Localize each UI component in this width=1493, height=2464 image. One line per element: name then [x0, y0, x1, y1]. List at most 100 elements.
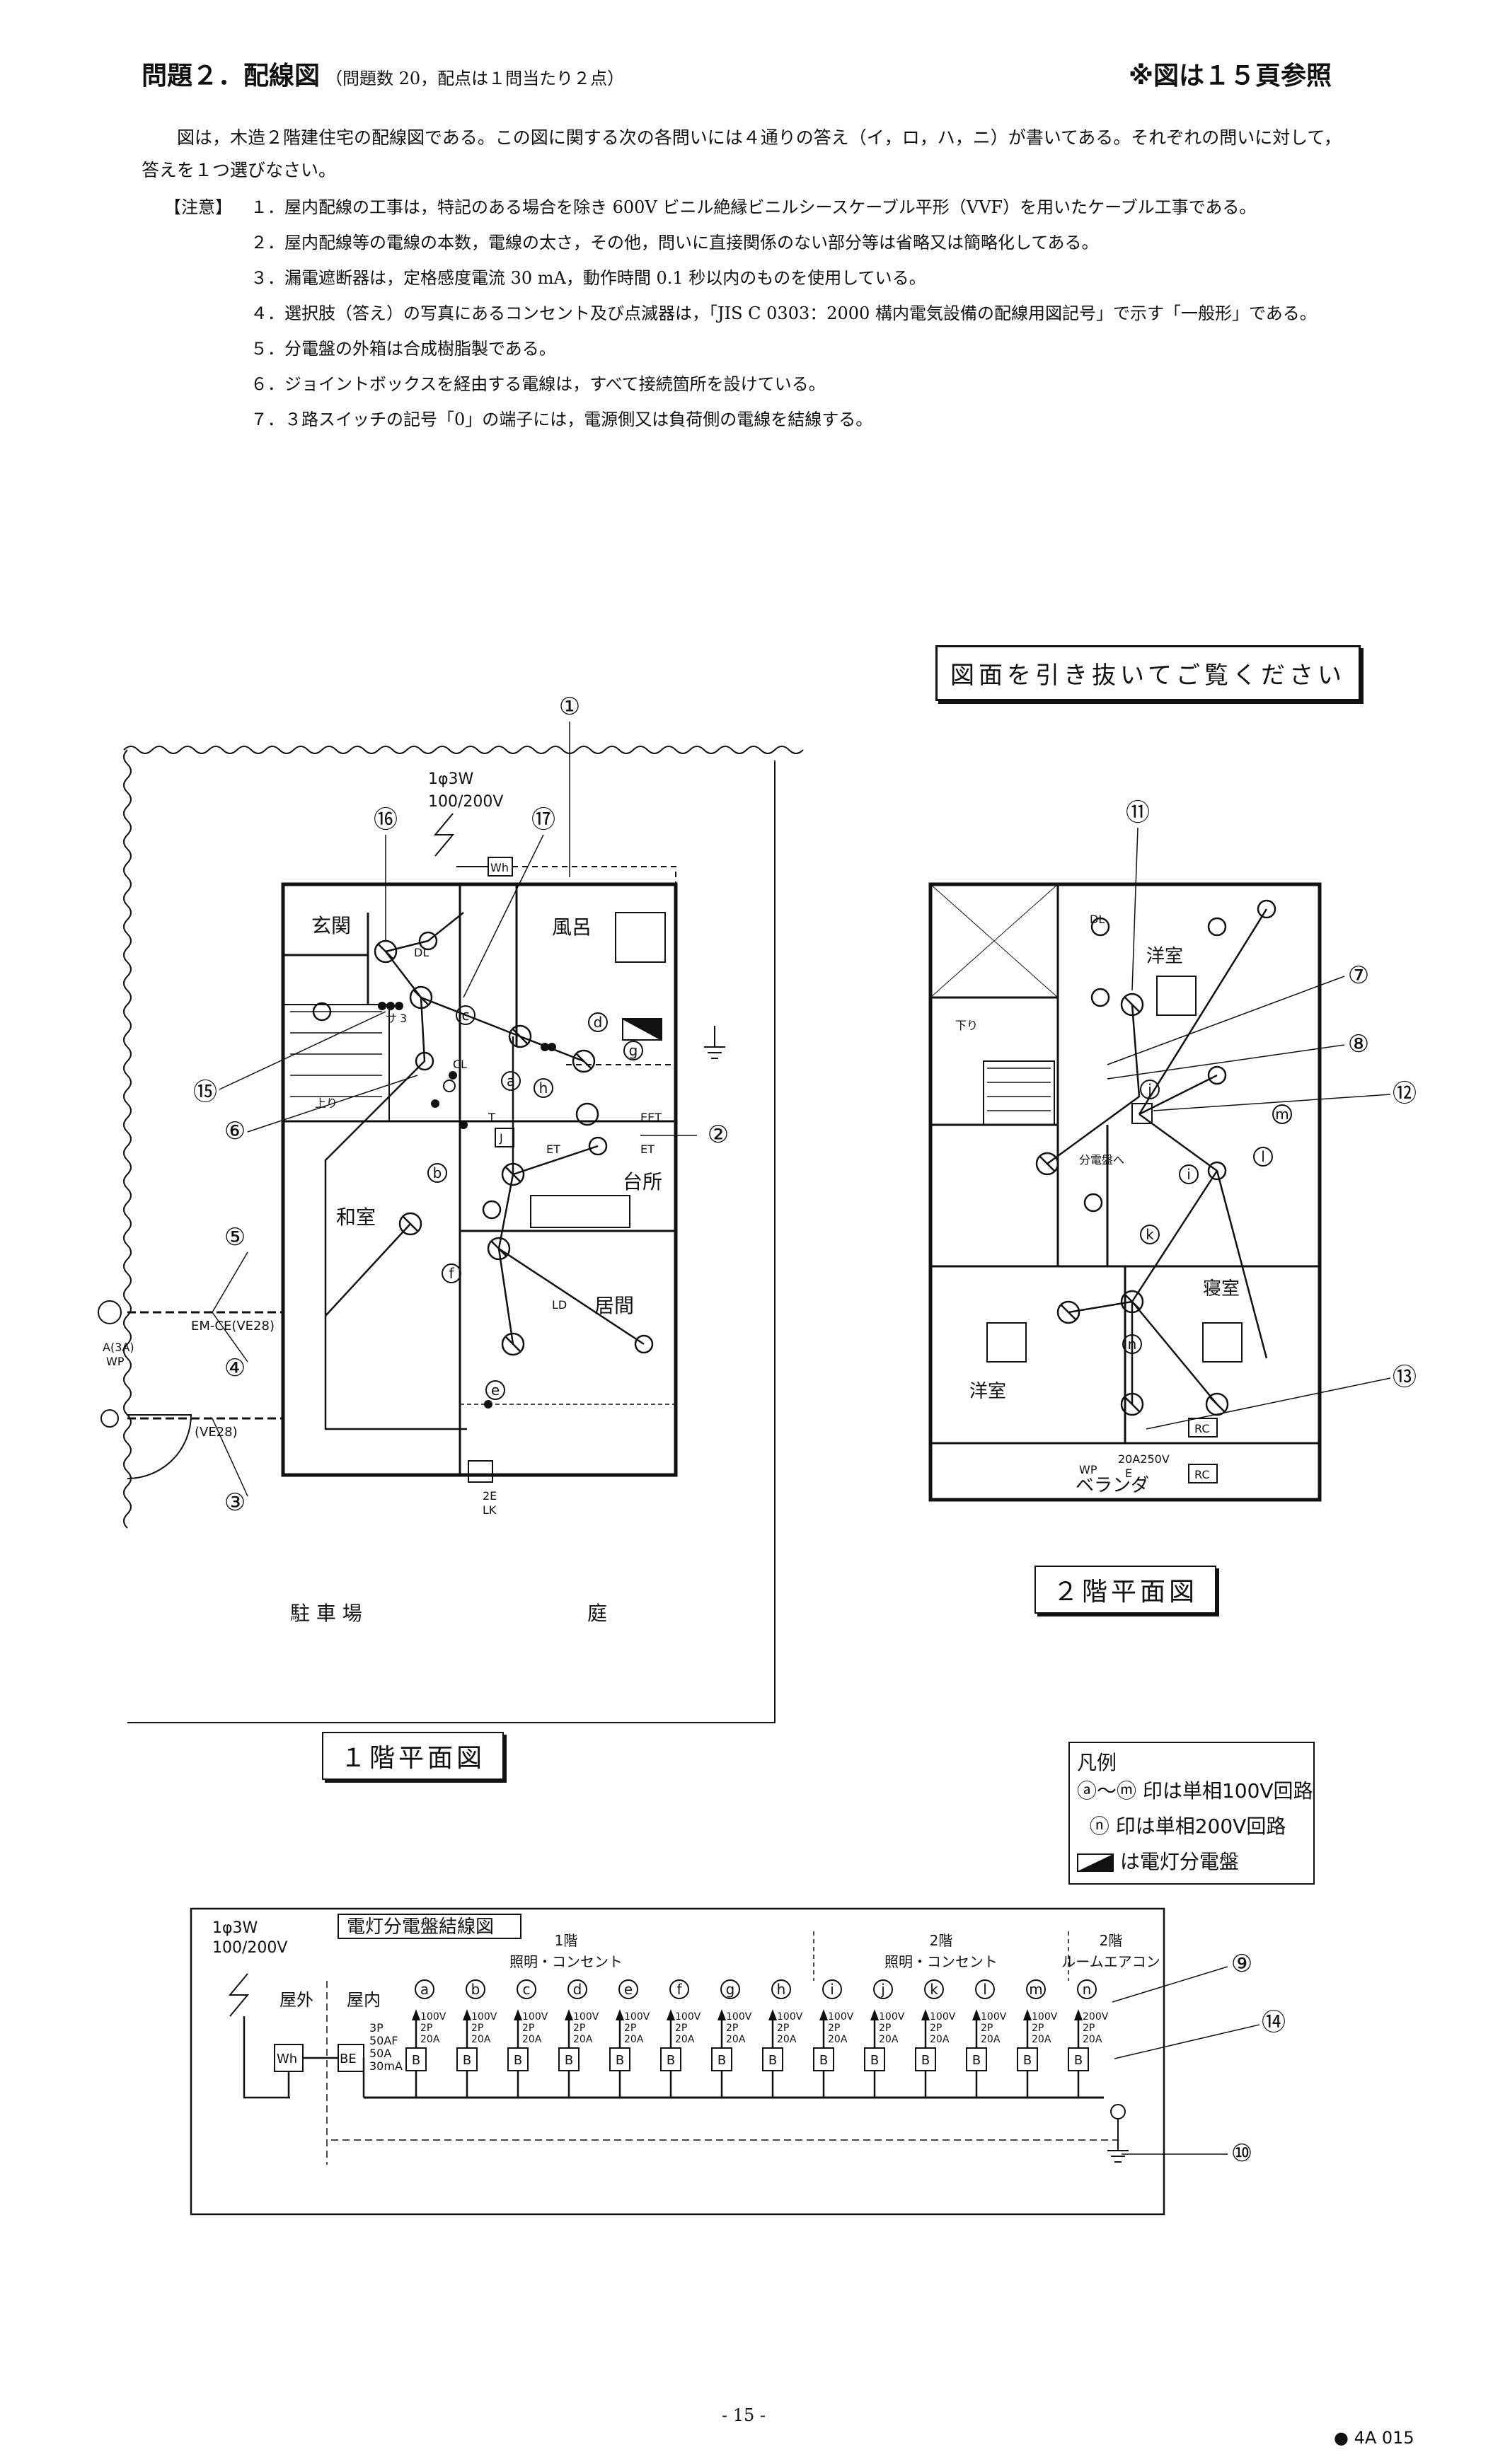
branch-spec: 2P [777, 2023, 789, 2034]
label-ld: LD [552, 1298, 567, 1312]
legend-row-200v: ⓝn 印は単相200V回路 [1077, 1815, 1286, 1838]
branch-arrow-icon [514, 2009, 522, 2020]
branch-breaker-label: B [616, 2053, 624, 2068]
site-boundary-wave [123, 746, 804, 754]
branch-spec: 100V [828, 2011, 854, 2023]
floor1-circuit-h: h [539, 1080, 548, 1097]
callout-15: ⑮ [193, 1078, 217, 1106]
callout-14: ⑭ [1262, 2008, 1286, 2037]
branch-mark-circle [1077, 1979, 1097, 1999]
floor2-circuit-l: l [1261, 1148, 1265, 1165]
panel-branches: aB100V2P20AbB100V2P20AcB100V2P20AdB100V2… [405, 1979, 1109, 2098]
branch-mark: c [523, 1981, 531, 1998]
branch-spec: 100V [879, 2011, 905, 2023]
branch-breaker-label: B [1023, 2053, 1032, 2068]
callout-2: ② [708, 1121, 729, 1149]
label-et: ET [546, 1143, 560, 1156]
branch-mark-circle [822, 1979, 842, 1999]
branch-breaker [1068, 2047, 1089, 2071]
branch-spec: 20A [624, 2034, 644, 2045]
site-boundary-wave-left [123, 749, 132, 1529]
floor1-circuit-e: e [491, 1382, 500, 1399]
panel-main-spec: 3P [369, 2021, 384, 2035]
branch-mark-circle [517, 1979, 536, 1999]
intro-paragraph: 図は，木造２階建住宅の配線図である。この図に関する次の各問いには４通りの答え（イ… [142, 127, 1342, 180]
callout-7: ⑦ [1348, 961, 1369, 990]
site-boundary [127, 760, 776, 1723]
callout-1: ① [559, 693, 580, 721]
legend-panel-text: は電灯分電盤 [1119, 1850, 1239, 1873]
branch-breaker [1017, 2047, 1038, 2071]
branch-spec: 2P [624, 2023, 636, 2034]
branch-spec: 2P [471, 2023, 483, 2034]
branch-mark-circle [771, 1979, 791, 1999]
branch-spec: 20A [930, 2034, 950, 2045]
area-niwa: 庭 [587, 1602, 607, 1625]
branch-spec: 100V [624, 2011, 650, 2023]
panel-outdoor: 屋外 [279, 1990, 313, 2010]
branch-spec: 2P [420, 2023, 432, 2034]
group-2f-use: 照明・コンセント [884, 1953, 998, 1970]
floor1-circuit-a: a [507, 1072, 515, 1089]
floor2-label-down: 下り [955, 1019, 978, 1032]
panel-symbol-icon [1077, 1853, 1114, 1872]
panel-main-spec: 50A [369, 2047, 391, 2060]
question-title-text: 問題２．配線図 [142, 62, 321, 91]
label-sa: サ [386, 1012, 397, 1025]
page-code: ● 4A 015 [1334, 2428, 1414, 2448]
pullout-notice: 図面を引き抜いてご覧ください [935, 645, 1361, 701]
branch-spec: 20A [420, 2034, 440, 2045]
branch-mark: e [624, 1981, 633, 1998]
branch-mark: i [830, 1981, 834, 1998]
label-eet: EET [640, 1111, 662, 1124]
branch-spec: 2P [675, 2023, 687, 2034]
room-genkan: 玄関 [311, 914, 351, 937]
callout-4: ④ [224, 1354, 246, 1382]
branch-mark: b [471, 1981, 480, 1998]
branch-mark-circle [1026, 1979, 1046, 1999]
branch-spec: 2P [522, 2023, 534, 2034]
callout-8: ⑧ [1348, 1030, 1369, 1058]
branch-spec: 20A [573, 2034, 593, 2045]
panel-service-2: 100/200V [212, 1939, 287, 1957]
floor2-circuit-m: m [1275, 1106, 1289, 1123]
branch-spec: 100V [522, 2011, 548, 2023]
branch-mark: m [1029, 1981, 1042, 1998]
branch-arrow-icon [667, 2009, 675, 2020]
floor1-plan: 1φ3W 100/200V Wh EM-CE(VE28) (VE28) A(3A… [98, 693, 804, 1723]
panel-meter: Wh [277, 2052, 297, 2066]
branch-mark-circle [924, 1979, 944, 1999]
callout-9: ⑨ [1231, 1950, 1252, 1978]
group-1f-use: 照明・コンセント [509, 1953, 623, 1970]
branch-arrow-icon [972, 2009, 981, 2020]
floor2-label-wp: WP [1079, 1463, 1097, 1476]
floor2-circuit-n: n [1128, 1336, 1137, 1353]
branch-breaker-label: B [972, 2053, 981, 2068]
branch-mark-circle [567, 1979, 587, 1999]
branch-spec: 100V [573, 2011, 599, 2023]
floor1-emce: EM-CE(VE28) [191, 1319, 275, 1334]
branch-mark-circle [975, 1979, 995, 1999]
branch-spec: 20A [522, 2034, 542, 2045]
callout-5: ⑤ [224, 1223, 246, 1251]
branch-mark: a [420, 1981, 429, 1998]
branch-mark: g [726, 1981, 735, 1998]
room-washitsu: 和室 [336, 1205, 376, 1229]
legend-row-panel: は電灯分電盤 [1077, 1846, 1239, 1875]
branch-arrow-icon [616, 2009, 624, 2020]
branch-spec: 20A [1083, 2034, 1102, 2045]
branch-breaker [711, 2047, 732, 2071]
area-chushajo: 駐 車 場 [290, 1602, 362, 1625]
branch-mark-circle [669, 1979, 689, 1999]
floor1-meter: Wh [490, 861, 509, 874]
branch-mark: j [880, 1981, 885, 1998]
floor1-ve28: (VE28) [195, 1425, 238, 1440]
note-item: ４．選択肢（答え）の写真にあるコンセント及び点滅器は，「JIS C 0303：2… [250, 303, 1317, 323]
branch-spec: 200V [1083, 2011, 1109, 2023]
branch-spec: 2P [573, 2023, 585, 2034]
question-title: 問題２．配線図（問題数 20，配点は１問当たり２点） [142, 55, 624, 92]
branch-arrow-icon [768, 2009, 777, 2020]
branch-breaker-label: B [463, 2053, 471, 2068]
branch-mark: f [676, 1981, 682, 1998]
